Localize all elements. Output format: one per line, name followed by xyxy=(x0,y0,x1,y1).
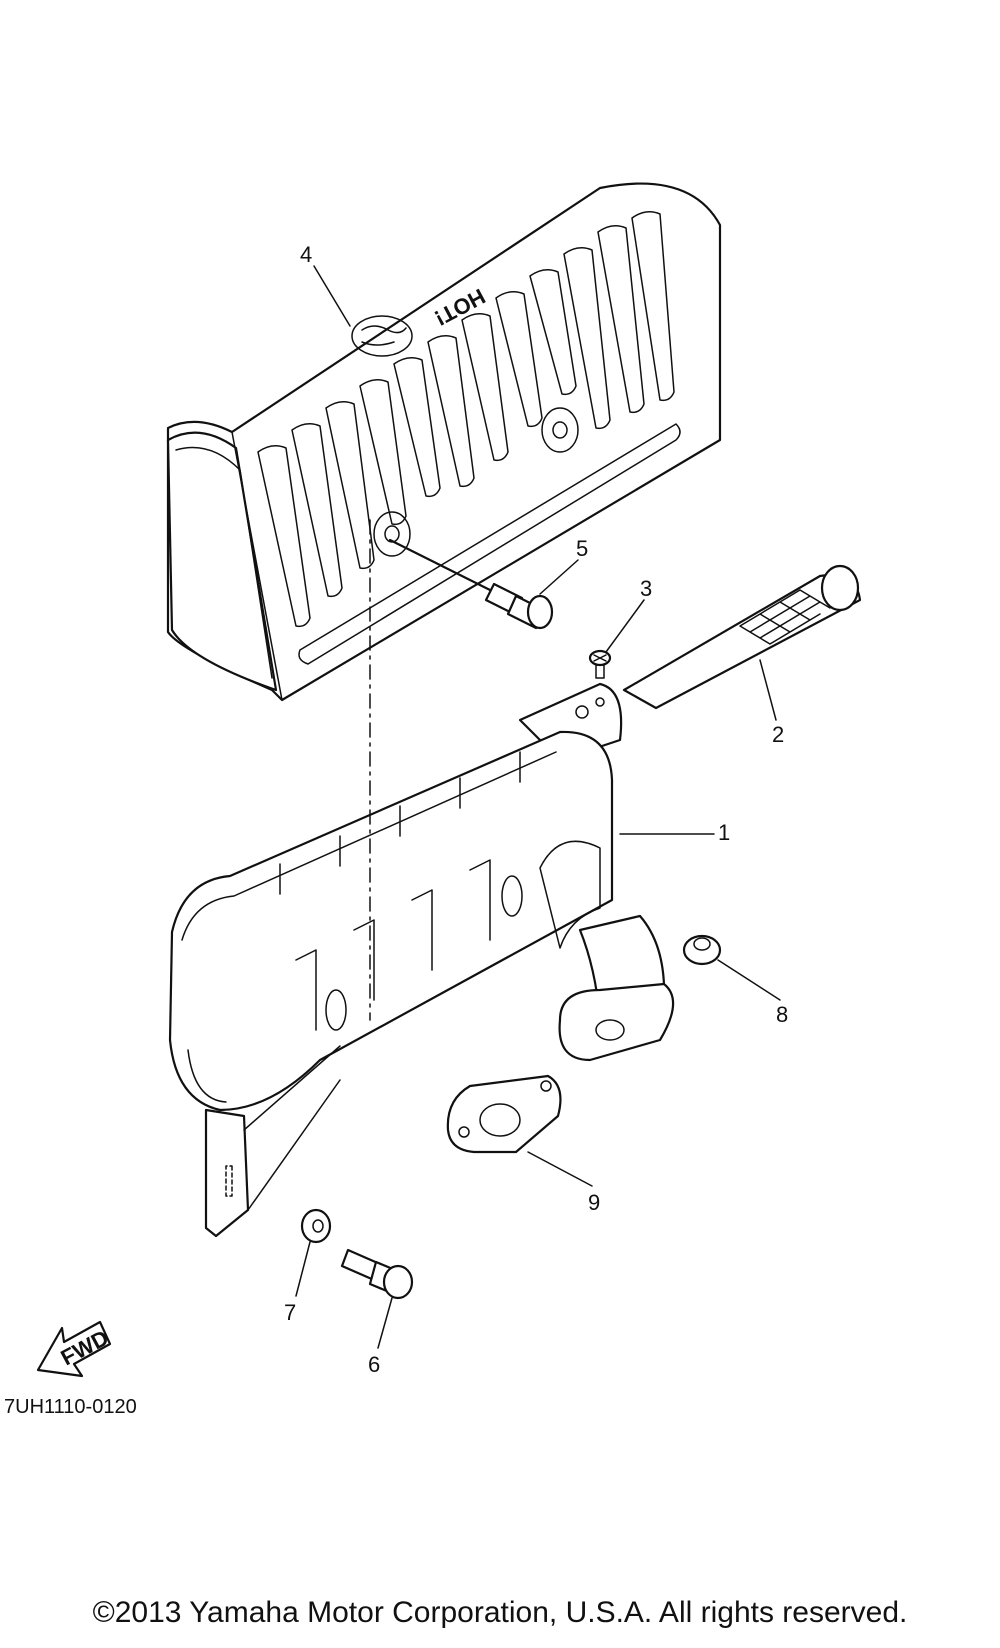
callout-1: 1 xyxy=(718,820,730,845)
cover-fins xyxy=(257,211,675,628)
spark-arrester-screen xyxy=(622,564,862,710)
copyright-notice: ©2013 Yamaha Motor Corporation, U.S.A. A… xyxy=(92,1596,908,1629)
callout-3: 3 xyxy=(640,576,652,601)
washer xyxy=(300,1208,332,1244)
cover-bolt xyxy=(388,538,554,630)
muffler-body xyxy=(168,682,675,1238)
callout-4: 4 xyxy=(300,242,312,267)
diagram-code: 7UH1110-0120 xyxy=(4,1396,137,1418)
callout-9: 9 xyxy=(588,1190,600,1215)
callout-5: 5 xyxy=(576,536,588,561)
callout-8: 8 xyxy=(776,1002,788,1027)
hot-hand-icon xyxy=(351,315,413,357)
callout-2: 2 xyxy=(772,722,784,747)
flange-nut xyxy=(682,934,722,966)
forward-direction-arrow: FWD xyxy=(36,1320,113,1378)
callout-7: 7 xyxy=(284,1300,296,1325)
callout-6: 6 xyxy=(368,1352,380,1377)
bracket-bolt xyxy=(340,1248,414,1300)
callout-leaders xyxy=(295,265,781,1349)
exhaust-gasket xyxy=(446,1074,562,1154)
clamp-screw xyxy=(588,649,612,679)
muffler-protector-cover: HOT! xyxy=(166,182,722,702)
